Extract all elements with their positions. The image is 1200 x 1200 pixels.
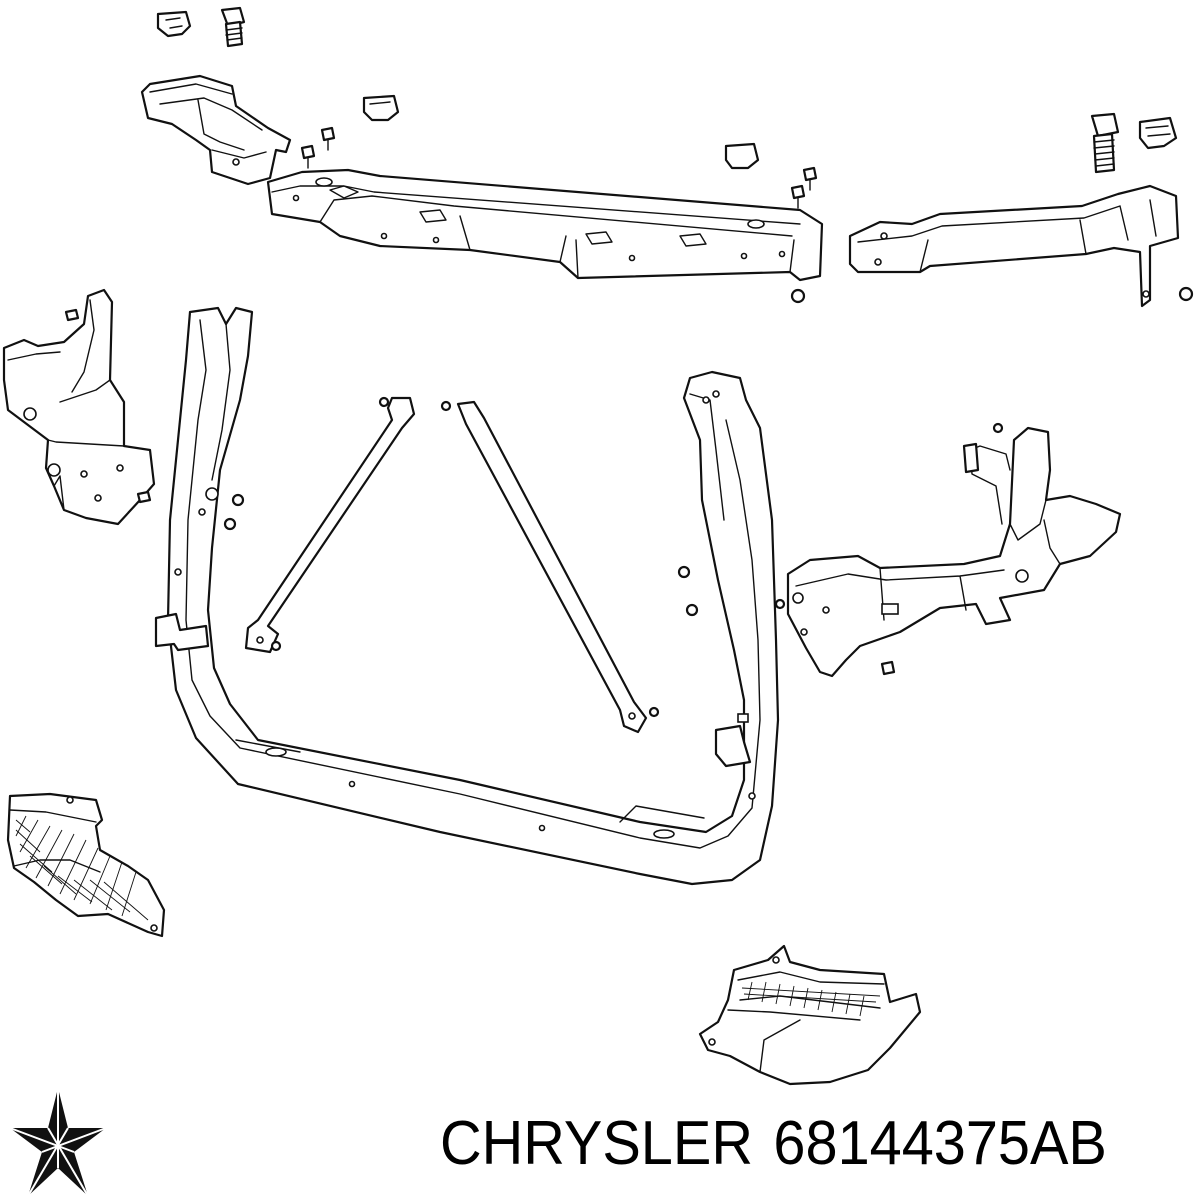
part-caption: CHRYSLER 68144375AB	[440, 1108, 1127, 1179]
right-diagonal-brace	[440, 400, 660, 734]
bolt-small	[300, 126, 1194, 304]
right-air-deflector	[698, 944, 922, 1086]
upper-crossmember	[266, 168, 824, 282]
clip-nut-mid	[362, 94, 400, 122]
right-headlamp-bracket	[774, 422, 1122, 678]
left-upper-rail-bracket	[140, 74, 292, 186]
clip-nut-top-left	[156, 10, 192, 38]
fasteners-frame	[223, 493, 699, 617]
clip-nut-top-right	[1138, 116, 1178, 150]
left-air-deflector	[6, 792, 166, 938]
left-headlamp-bracket	[2, 288, 156, 526]
chrysler-pentastar-icon	[9, 1088, 107, 1197]
bolt-top-right	[1090, 112, 1120, 174]
clip-nut-right	[724, 142, 760, 170]
part-number: 68144375AB	[773, 1109, 1107, 1178]
right-upper-rail-bracket	[848, 184, 1180, 308]
bolt-top-left	[220, 6, 246, 48]
radiator-support-frame	[154, 306, 780, 886]
brand-name: CHRYSLER	[440, 1109, 753, 1178]
left-diagonal-brace	[244, 396, 416, 654]
